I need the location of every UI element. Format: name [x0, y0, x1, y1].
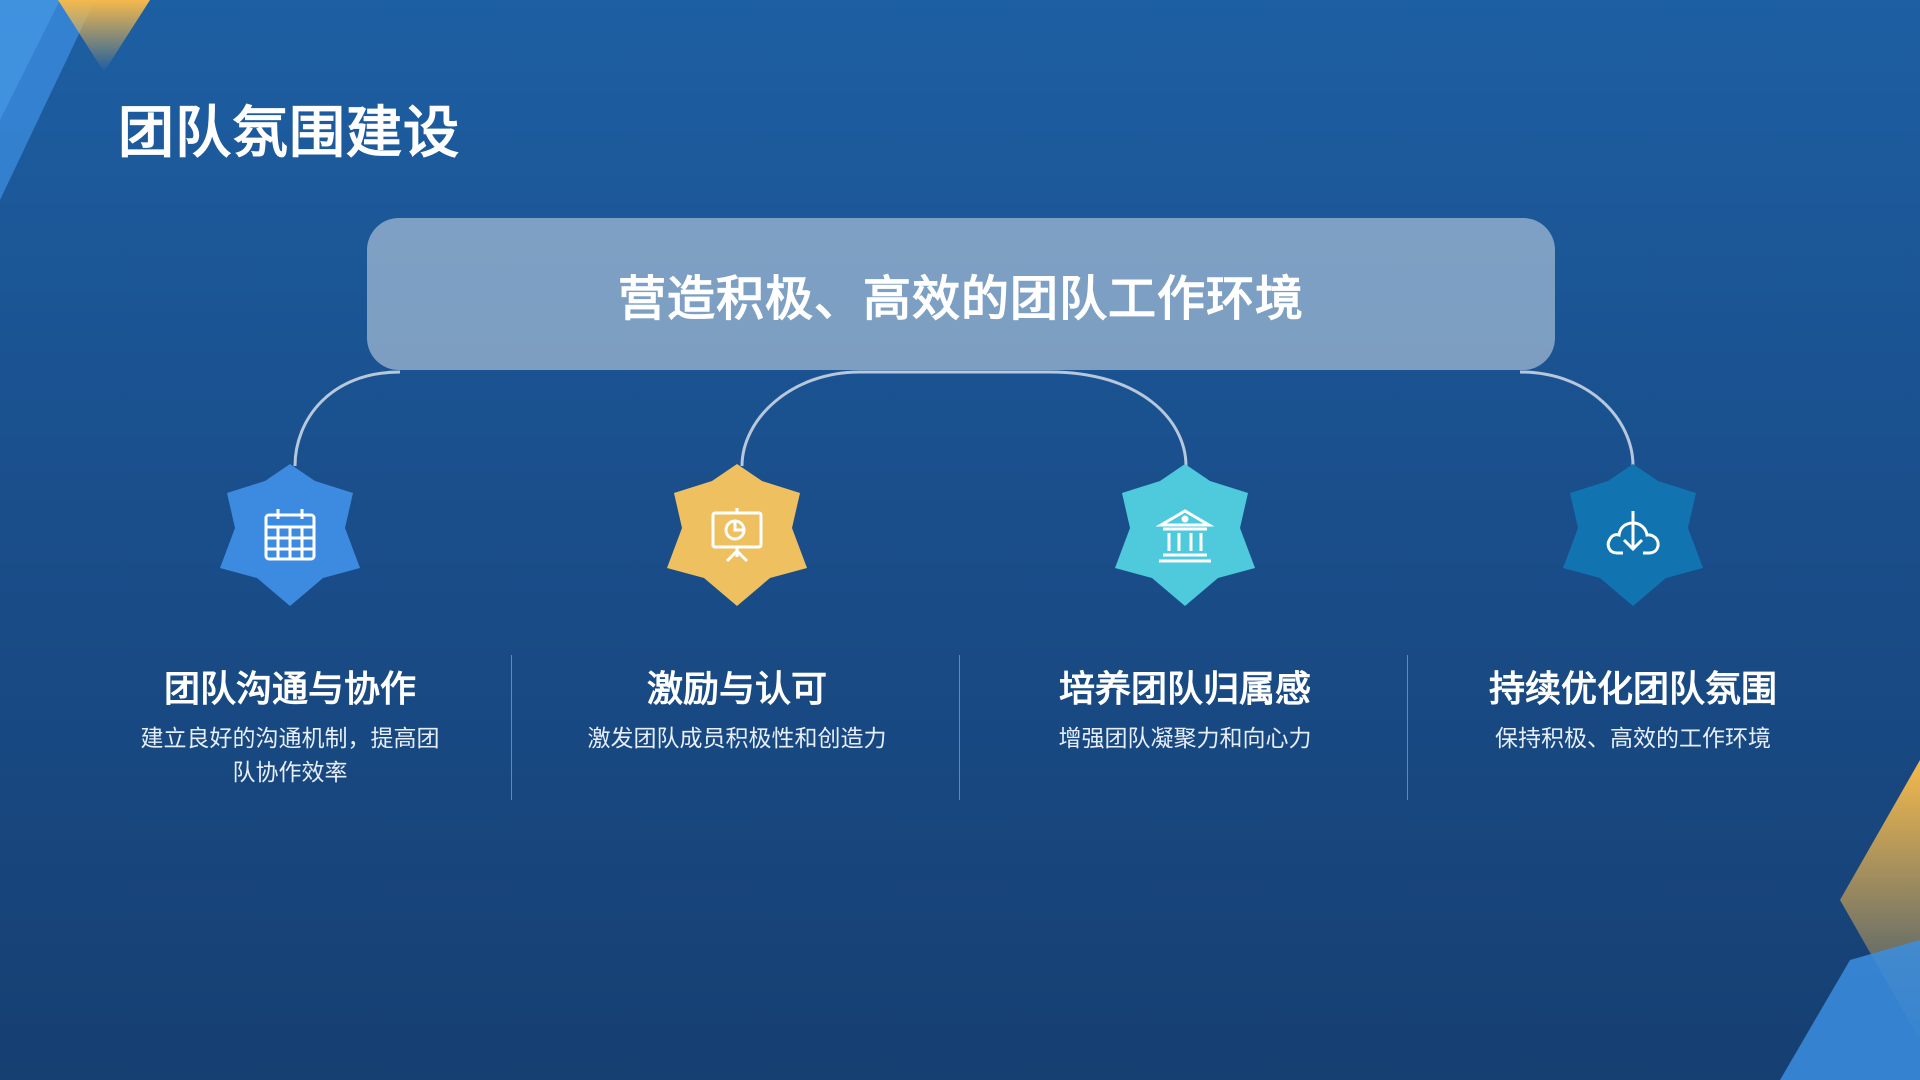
badge-star	[1110, 460, 1260, 610]
item-title: 激励与认可	[646, 669, 827, 710]
calendar-icon	[264, 509, 316, 561]
item-description: 增强团队凝聚力和向心力	[1058, 726, 1312, 752]
cloud-download-icon	[1606, 511, 1660, 555]
item-title: 培养团队归属感	[1058, 669, 1311, 710]
slide-title: 团队氛围建设	[118, 101, 460, 166]
bank-icon	[1155, 509, 1215, 563]
item-description: 保持积极、高效的工作环境	[1495, 726, 1771, 752]
badge-star	[662, 460, 812, 610]
item-belonging: 培养团队归属感 增强团队凝聚力和向心力	[1005, 460, 1365, 820]
badge-star	[215, 460, 365, 610]
column-divider	[1407, 655, 1408, 800]
column-divider	[511, 655, 512, 800]
badge-star	[1558, 460, 1708, 610]
item-description: 建立良好的沟通机制，提高团队协作效率	[140, 726, 440, 786]
item-description: 激发团队成员积极性和创造力	[587, 726, 887, 752]
column-divider	[959, 655, 960, 800]
presentation-icon	[711, 508, 763, 563]
item-title: 团队沟通与协作	[163, 669, 416, 710]
item-optimize-atmosphere: 持续优化团队氛围 保持积极、高效的工作环境	[1453, 460, 1813, 820]
headline-text: 营造积极、高效的团队工作环境	[617, 271, 1304, 327]
item-team-communication: 团队沟通与协作 建立良好的沟通机制，提高团队协作效率	[110, 460, 470, 820]
item-motivation-recognition: 激励与认可 激发团队成员积极性和创造力	[557, 460, 917, 820]
item-title: 持续优化团队氛围	[1488, 669, 1777, 710]
headline-banner: 营造积极、高效的团队工作环境	[367, 218, 1555, 370]
